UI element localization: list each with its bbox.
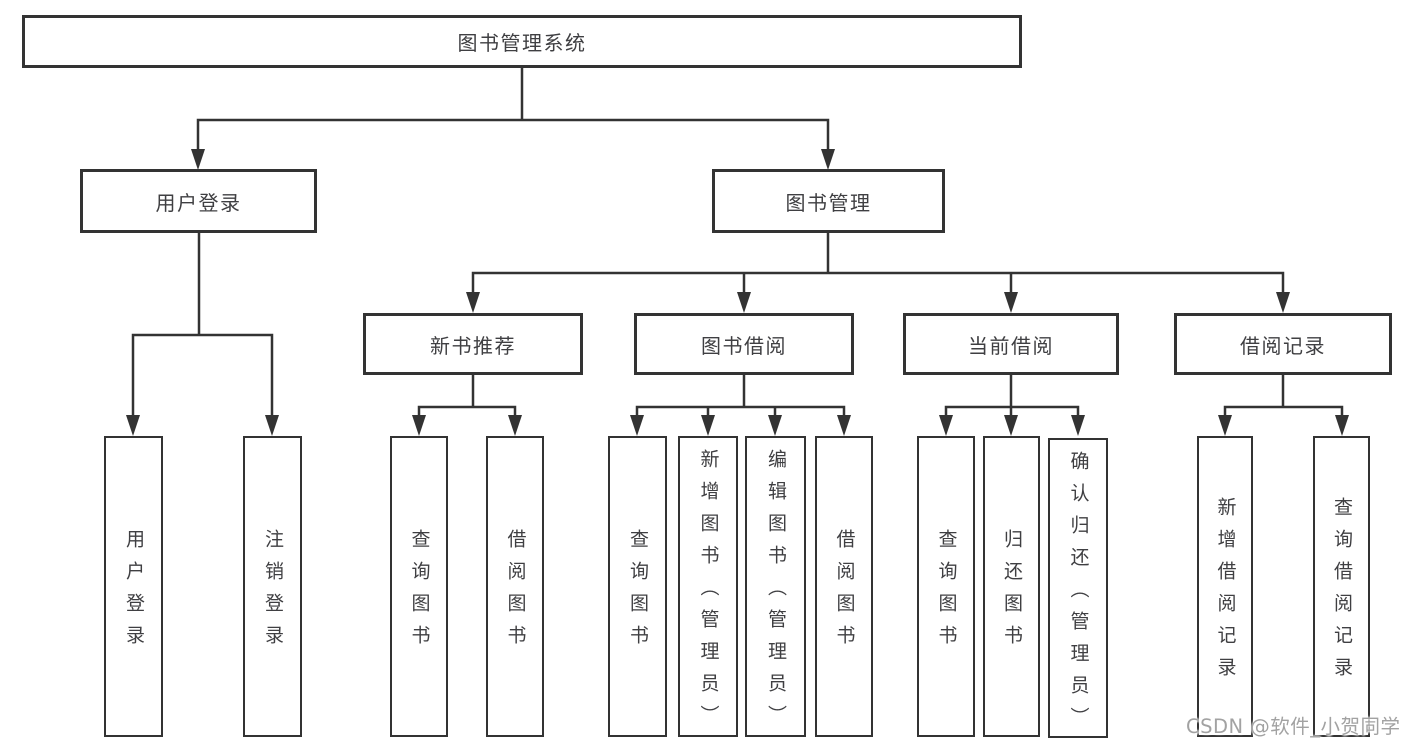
node-label: 新增图书（管理员） bbox=[697, 449, 720, 737]
node-leaf-add-book-admin: 新增图书（管理员） bbox=[678, 436, 738, 737]
node-label: 查询图书 bbox=[627, 529, 649, 657]
node-leaf-query-borrow-record: 查询借阅记录 bbox=[1313, 436, 1370, 737]
node-leaf-borrow-book-2: 借阅图书 bbox=[815, 436, 873, 737]
node-label: 借阅图书 bbox=[504, 529, 527, 657]
node-book-borrowing: 图书借阅 bbox=[634, 313, 854, 375]
node-leaf-query-book-1: 查询图书 bbox=[390, 436, 448, 737]
node-leaf-borrow-book-1: 借阅图书 bbox=[486, 436, 544, 737]
node-leaf-logout: 注销登录 bbox=[243, 436, 302, 737]
node-label: 借阅图书 bbox=[833, 529, 856, 657]
node-leaf-query-book-3: 查询图书 bbox=[917, 436, 975, 737]
node-current-borrowing: 当前借阅 bbox=[903, 313, 1119, 375]
node-leaf-user-login: 用户登录 bbox=[104, 436, 163, 737]
node-leaf-edit-book-admin: 编辑图书（管理员） bbox=[745, 436, 806, 737]
node-label: 查询借阅记录 bbox=[1331, 497, 1353, 689]
node-leaf-add-borrow-record: 新增借阅记录 bbox=[1197, 436, 1253, 737]
node-label: 编辑图书（管理员） bbox=[765, 449, 787, 737]
node-user-login: 用户登录 bbox=[80, 169, 317, 233]
node-label: 确认归还（管理员） bbox=[1067, 450, 1090, 739]
node-label: 查询图书 bbox=[935, 529, 958, 657]
node-root-system: 图书管理系统 bbox=[22, 15, 1022, 68]
node-label: 用户登录 bbox=[123, 529, 145, 657]
node-label: 查询图书 bbox=[408, 529, 431, 657]
node-book-management: 图书管理 bbox=[712, 169, 945, 233]
node-label: 注销登录 bbox=[262, 529, 284, 657]
csdn-watermark: CSDN @软件_小贺同学 bbox=[1186, 715, 1401, 738]
node-leaf-return-book: 归还图书 bbox=[983, 436, 1040, 737]
node-label: 新增借阅记录 bbox=[1214, 497, 1237, 689]
node-new-book-recommendation: 新书推荐 bbox=[363, 313, 583, 375]
node-leaf-confirm-return-admin: 确认归还（管理员） bbox=[1048, 438, 1108, 739]
arrowheads bbox=[126, 149, 1349, 436]
node-leaf-query-book-2: 查询图书 bbox=[608, 436, 667, 737]
node-label: 归还图书 bbox=[1001, 529, 1023, 657]
node-borrowing-records: 借阅记录 bbox=[1174, 313, 1392, 375]
